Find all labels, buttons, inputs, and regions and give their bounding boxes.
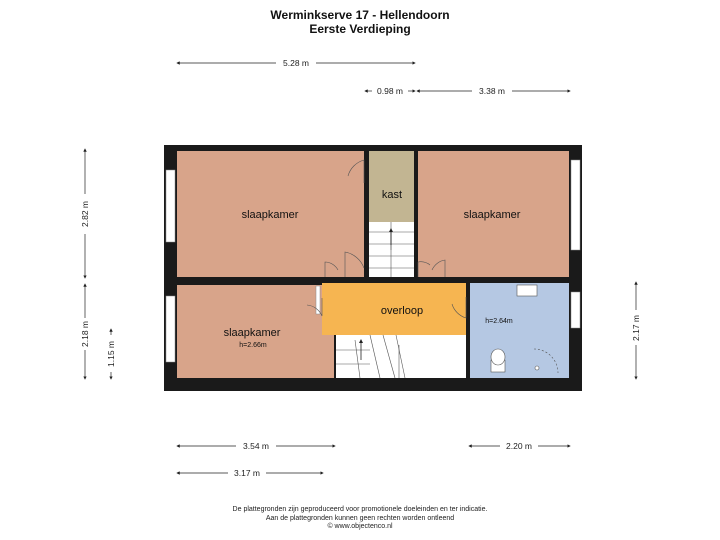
label-landing: overloop <box>381 305 423 317</box>
dim-top-right: 3.38 m <box>479 86 505 96</box>
dim-bottom-left2: 3.17 m <box>234 468 260 478</box>
plan-title-floor: Eerste Verdieping <box>309 22 411 36</box>
plan-title: Werminkserve 17 - Hellendoorn Eerste Ver… <box>0 8 720 36</box>
dim-top-total: 5.28 m <box>283 58 309 68</box>
disclaimer-line1: De plattegronden zijn geproduceerd voor … <box>232 506 488 513</box>
room-bedroom-top-right <box>418 151 569 277</box>
label-bedroom-bottom-left-height: h=2.66m <box>239 342 267 349</box>
room-bathroom <box>470 283 569 378</box>
sink-icon <box>516 284 538 297</box>
door-swings <box>306 159 467 319</box>
dim-bottom-right: 2.20 m <box>506 441 532 451</box>
room-storage <box>369 151 414 222</box>
windows <box>165 159 581 363</box>
label-bedroom-top-right: slaapkamer <box>464 209 521 221</box>
dim-left-upper: 2.82 m <box>80 201 90 227</box>
label-storage: kast <box>382 189 402 201</box>
dim-left-lower: 2.18 m <box>80 321 90 347</box>
dim-bottom-left: 3.54 m <box>243 441 269 451</box>
dim-right-lower: 2.17 m <box>631 315 641 341</box>
dim-top-mid: 0.98 m <box>377 86 403 96</box>
room-bedroom-top-left <box>177 151 364 277</box>
room-landing <box>322 283 466 335</box>
room-stair-upper <box>369 222 414 277</box>
room-bedroom-bottom-left <box>177 285 334 378</box>
label-bedroom-top-left: slaapkamer <box>242 209 299 221</box>
bathroom-fixtures <box>490 284 559 374</box>
room-stair-lower <box>336 335 466 378</box>
disclaimer-line2: Aan de plattegronden kunnen geen rechten… <box>265 514 455 522</box>
label-bathroom-height: h=2.64m <box>485 318 513 325</box>
disclaimer-copyright: © www.objectenco.nl <box>327 523 393 530</box>
label-bedroom-bottom-left: slaapkamer <box>224 327 281 339</box>
dim-left-inner: 1.15 m <box>106 341 116 367</box>
plan-title-address: Werminkserve 17 - Hellendoorn <box>270 8 450 22</box>
dimension-lines <box>83 61 638 475</box>
disclaimer: De plattegronden zijn geproduceerd voor … <box>0 506 720 532</box>
